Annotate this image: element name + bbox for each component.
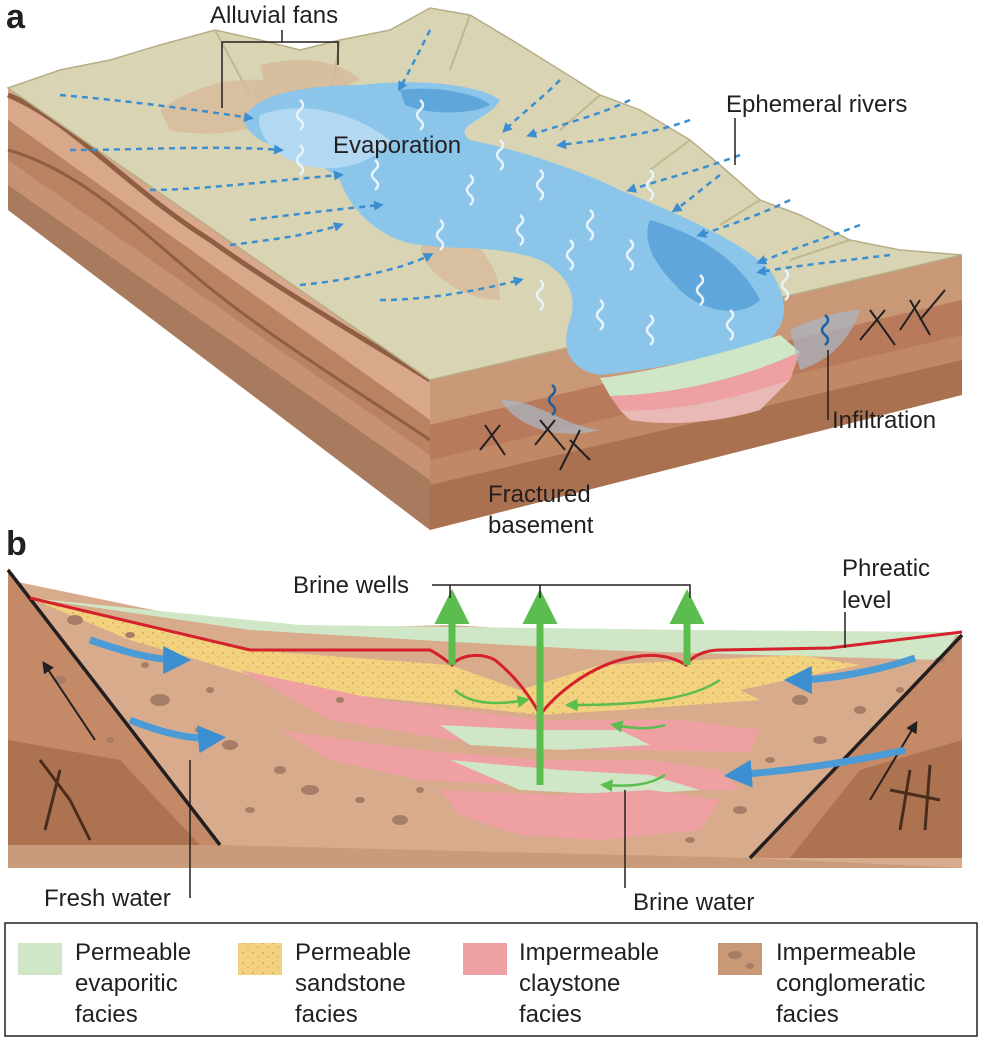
label-brine-wells: Brine wells	[293, 572, 409, 599]
label-ephemeral-rivers: Ephemeral rivers	[726, 91, 907, 118]
legend-sandstone-line1: Permeable	[295, 939, 411, 966]
fresh-water-arrows	[88, 636, 917, 788]
label-phreatic: Phreatic	[842, 555, 930, 582]
legend-swatch-claystone	[463, 943, 507, 975]
fracture-marks	[479, 289, 946, 471]
label-fresh-water: Fresh water	[44, 885, 171, 912]
legend-frame	[4, 922, 978, 1037]
brine-flow-arrows	[454, 678, 721, 792]
legend-sandstone-line3: facies	[295, 1001, 358, 1028]
legend-claystone-line1: Impermeable	[519, 939, 659, 966]
lakebed-layers	[500, 310, 860, 434]
legend-swatch-evaporitic	[18, 943, 62, 975]
label-evaporation: Evaporation	[333, 132, 461, 159]
label-alluvial-fans: Alluvial fans	[210, 2, 338, 29]
panel-b: b	[6, 525, 964, 916]
evaporation-squiggles	[295, 99, 790, 346]
basement-fractures	[38, 759, 941, 841]
label-basement: basement	[488, 512, 594, 539]
legend-swatch-conglomeratic	[718, 943, 762, 975]
panel-a: a	[6, 0, 963, 539]
fault-lines	[6, 568, 964, 860]
legend-conglomeratic-line3: facies	[776, 1001, 839, 1028]
infiltration-squiggles	[547, 314, 830, 416]
block-left-face	[7, 88, 432, 530]
brine-well-arrows	[434, 589, 705, 785]
legend-evaporitic-line2: evaporitic	[75, 970, 178, 997]
salt-lake	[244, 82, 784, 375]
fault-motion-arrows	[42, 661, 918, 801]
legend-evaporitic-line1: Permeable	[75, 939, 191, 966]
legend-conglomeratic-line2: conglomeratic	[776, 970, 925, 997]
label-level: level	[842, 587, 891, 614]
panel-b-letter: b	[6, 525, 27, 563]
panel-b-leaders	[189, 584, 846, 898]
evaporitic-facies-top	[30, 598, 958, 660]
ephemeral-river-paths	[59, 29, 891, 302]
legend: Permeable evaporitic facies Permeable sa…	[4, 922, 978, 1037]
evaporitic-facies-mid	[440, 725, 650, 750]
claystone-facies-3	[440, 790, 720, 840]
legend-claystone-line3: facies	[519, 1001, 582, 1028]
panel-a-letter: a	[6, 0, 26, 36]
legend-sandstone-line2: sandstone	[295, 970, 406, 997]
claystone-facies-1	[240, 670, 760, 752]
label-brine-water: Brine water	[633, 889, 754, 916]
legend-claystone-line2: claystone	[519, 970, 620, 997]
panel-a-leaders	[221, 30, 829, 420]
legend-evaporitic-line3: facies	[75, 1001, 138, 1028]
label-fractured: Fractured	[488, 481, 591, 508]
label-infiltration: Infiltration	[832, 407, 936, 434]
legend-conglomeratic-line1: Impermeable	[776, 939, 916, 966]
evaporitic-facies-low	[450, 760, 700, 795]
